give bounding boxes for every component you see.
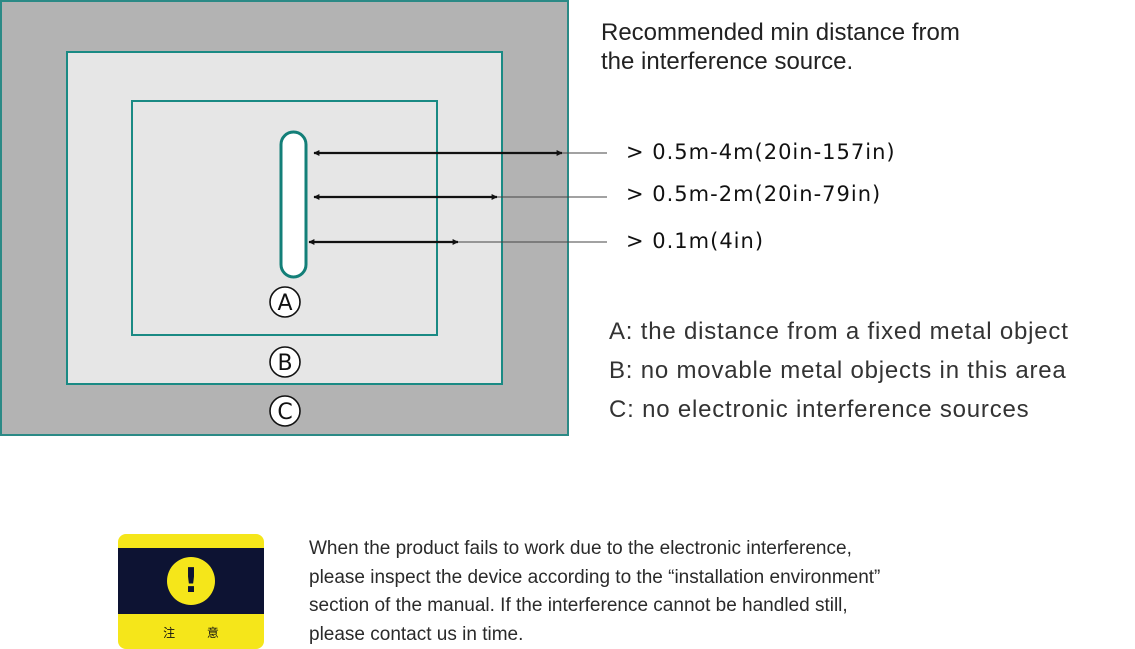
- zone-b-marker: B: [269, 346, 301, 378]
- title-line-1: Recommended min distance from: [601, 19, 960, 46]
- exclamation-icon: !: [167, 557, 215, 605]
- zone-a-marker: A: [269, 286, 301, 318]
- zone-a-letter: A: [277, 291, 292, 316]
- notice-text: When the product fails to work due to th…: [309, 535, 1029, 649]
- device-shape: [279, 130, 308, 279]
- zone-c-marker: C: [269, 395, 301, 427]
- zone-b-letter: B: [277, 351, 292, 376]
- notice-line-3: section of the manual. If the interferen…: [309, 595, 848, 616]
- legend-item-c: C: no electronic interference sources: [609, 396, 1030, 423]
- title-line-2: the interference source.: [601, 48, 854, 75]
- legend-item-b: B: no movable metal objects in this area: [609, 357, 1067, 384]
- zone-c-letter: C: [277, 400, 292, 425]
- notice-line-1: When the product fails to work due to th…: [309, 538, 852, 559]
- notice-line-2: please inspect the device according to t…: [309, 566, 881, 588]
- distance-label-c: > 0.5m-4m(20in-157in): [626, 140, 896, 164]
- legend-item-a: A: the distance from a fixed metal objec…: [609, 318, 1069, 345]
- distance-label-b: > 0.5m-2m(20in-79in): [626, 182, 882, 206]
- notice-line-4: please contact us in time.: [309, 623, 524, 645]
- distance-label-a: > 0.1m(4in): [626, 229, 765, 253]
- warning-badge: ! 注 意: [118, 534, 264, 649]
- warning-caption: 注 意: [163, 626, 233, 640]
- diagram-title: Recommended min distance from the interf…: [601, 18, 1031, 76]
